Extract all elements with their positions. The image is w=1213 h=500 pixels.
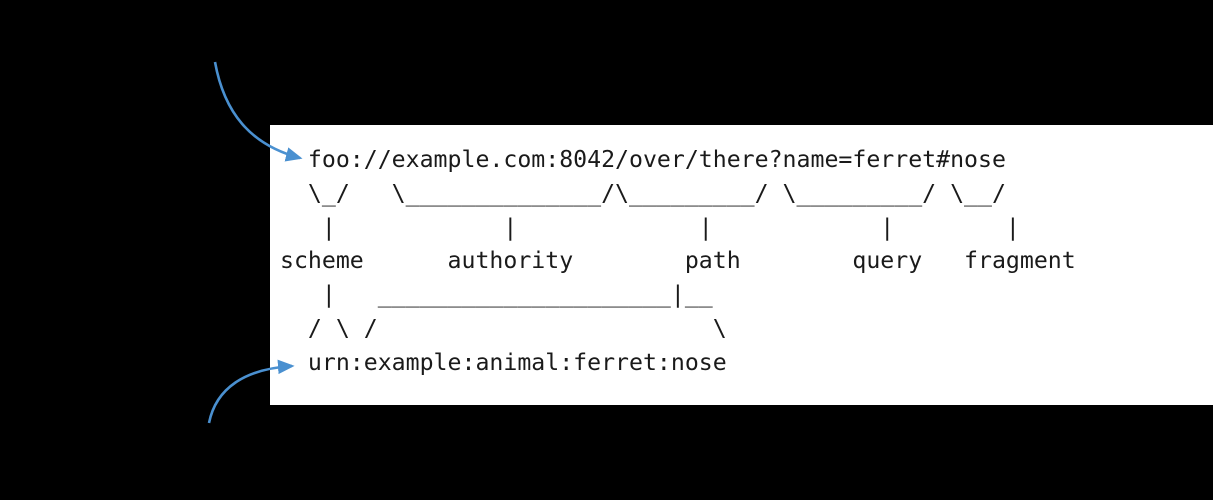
figure-panel: foo://example.com:8042/over/there?name=f… (270, 125, 1213, 405)
uri-syntax-ascii-art: foo://example.com:8042/over/there?name=f… (280, 146, 1076, 376)
